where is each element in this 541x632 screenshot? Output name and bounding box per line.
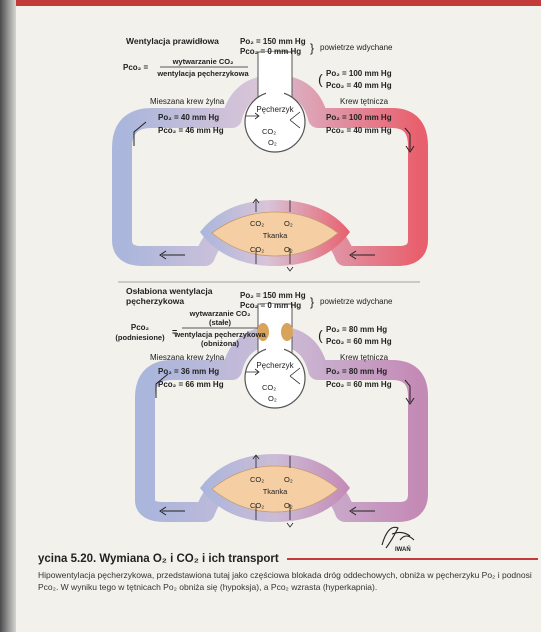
arterial-po2: Po₂ = 80 mm Hg [326, 367, 387, 376]
formula-lhs: Pco₂ [131, 323, 150, 332]
netter-signature-logo: IWAŃ [381, 526, 415, 553]
flow-arrow-up-left [155, 373, 169, 398]
airway-obstruction [257, 323, 269, 341]
brace-icon: ( [318, 71, 323, 87]
flow-arrow-left [159, 506, 185, 516]
venous-po2: Po₂ = 40 mm Hg [158, 113, 219, 122]
venous-po2: Po₂ = 36 mm Hg [158, 367, 219, 376]
tissue-o2-top: O₂ [284, 475, 293, 484]
arterial-pco2: Pco₂ = 40 mm Hg [326, 126, 392, 135]
arterial-label: Krew tętnicza [340, 353, 389, 362]
brace-icon: } [310, 41, 314, 55]
panel-title-line1: Osłabiona wentylacja [126, 286, 213, 296]
panel-title: Wentylacja prawidłowa [126, 36, 219, 46]
exchange-arrows-tissue [255, 456, 291, 520]
tissue-co2-top: CO₂ [250, 475, 264, 484]
tissue-co2-bottom: CO₂ [250, 501, 264, 510]
brace-icon: ( [318, 327, 323, 343]
alveolar-pco2: Pco₂ = 40 mm Hg [326, 81, 392, 90]
flow-arrow-right [349, 506, 375, 516]
airway-obstruction [281, 323, 293, 341]
tissue-o2-bottom: O₂ [284, 501, 293, 510]
alveolus-label: Pęcherzyk [256, 105, 294, 114]
flow-arrow-left [159, 250, 185, 260]
exchange-arrows-tissue [255, 200, 291, 264]
alveolus-co2: CO₂ [262, 383, 276, 392]
tissue-o2-bottom: O₂ [284, 245, 293, 254]
caption-body: Hipowentylacja pęcherzykowa, przedstawio… [38, 569, 538, 593]
tissue-co2-bottom: CO₂ [250, 245, 264, 254]
venous-pco2: Pco₂ = 66 mm Hg [158, 380, 224, 389]
tissue-o2-top: O₂ [284, 219, 293, 228]
alveolar-po2: Po₂ = 100 mm Hg [326, 69, 392, 78]
logo-label: IWAŃ [395, 545, 411, 553]
caption-rule [286, 558, 538, 560]
formula-lhs: Pco₂ = [123, 63, 148, 72]
formula-numerator: wytwarzanie CO₂ [189, 309, 251, 318]
tissue-co2-top: CO₂ [250, 219, 264, 228]
exchange-arrows-alveolus [246, 111, 301, 129]
figure-caption: ycina 5.20. Wymiana O₂ i CO₂ i ich trans… [38, 553, 538, 593]
formula-lhs-note: (podniesione) [115, 333, 165, 342]
flow-arrow-up-left [133, 121, 147, 146]
formula-numerator: wytwarzanie CO₂ [172, 57, 234, 66]
tissue-body [211, 465, 339, 513]
exhaled-pco2: Pco₂ = 0 mm Hg [240, 47, 301, 56]
arterial-pco2: Pco₂ = 60 mm Hg [326, 380, 392, 389]
formula-denominator-note: (obniżona) [201, 339, 239, 348]
normal-ventilation-panel: Wentylacja prawidłowa Po₂ = 150 mm Hg Pc… [112, 36, 428, 272]
formula-denominator: wentylacja pęcherzykowa [173, 330, 266, 339]
tissue-label: Tkanka [263, 487, 288, 496]
exhaled-pco2: Pco₂ = 0 mm Hg [240, 301, 301, 310]
alveolus-co2: CO₂ [262, 127, 276, 136]
alveolar-pco2: Pco₂ = 60 mm Hg [326, 337, 392, 346]
alveolus-label: Pęcherzyk [256, 361, 294, 370]
arterial-po2: Po₂ = 100 mm Hg [326, 113, 392, 122]
flow-arrow-down-right [404, 127, 415, 153]
venous-label: Mieszana krew żylna [150, 353, 225, 362]
caption-title: ycina 5.20. Wymiana O₂ i CO₂ i ich trans… [38, 553, 279, 565]
exchange-arrows-alveolus [246, 367, 301, 385]
formula-denominator: wentylacja pęcherzykowa [156, 69, 249, 78]
formula-numerator-note: (stałe) [209, 318, 232, 327]
caption-title-row: ycina 5.20. Wymiana O₂ i CO₂ i ich trans… [38, 553, 538, 565]
tissue-body [211, 211, 339, 257]
flow-arrow-right [349, 250, 375, 260]
venous-label: Mieszana krew żylna [150, 97, 225, 106]
exhaled-po2: Po₂ = 150 mm Hg [240, 37, 306, 46]
caption-line-2: Pco₂. W wyniku tego w tętnicach Po₂ obni… [38, 582, 378, 592]
alveolus-o2: O₂ [268, 138, 277, 147]
exhaled-label: powietrze wdychane [320, 297, 393, 306]
book-spine-shadow [0, 0, 16, 632]
alveolar-po2: Po₂ = 80 mm Hg [326, 325, 387, 334]
caption-line-1: Hipowentylacja pęcherzykowa, przedstawio… [38, 570, 532, 580]
flow-arrow-down-right [404, 379, 415, 405]
top-red-bar [0, 0, 541, 6]
exhaled-po2: Po₂ = 150 mm Hg [240, 291, 306, 300]
brace-icon: } [310, 295, 314, 309]
formula-equals: = [172, 327, 177, 337]
panel-title-line2: pęcherzykowa [126, 296, 184, 306]
arterial-label: Krew tętnicza [340, 97, 389, 106]
alveolus-o2: O₂ [268, 394, 277, 403]
exhaled-label: powietrze wdychane [320, 43, 393, 52]
tissue-label: Tkanka [263, 231, 288, 240]
reduced-ventilation-panel: Osłabiona wentylacja pęcherzykowa Po₂ = … [115, 286, 428, 528]
venous-pco2: Pco₂ = 46 mm Hg [158, 126, 224, 135]
